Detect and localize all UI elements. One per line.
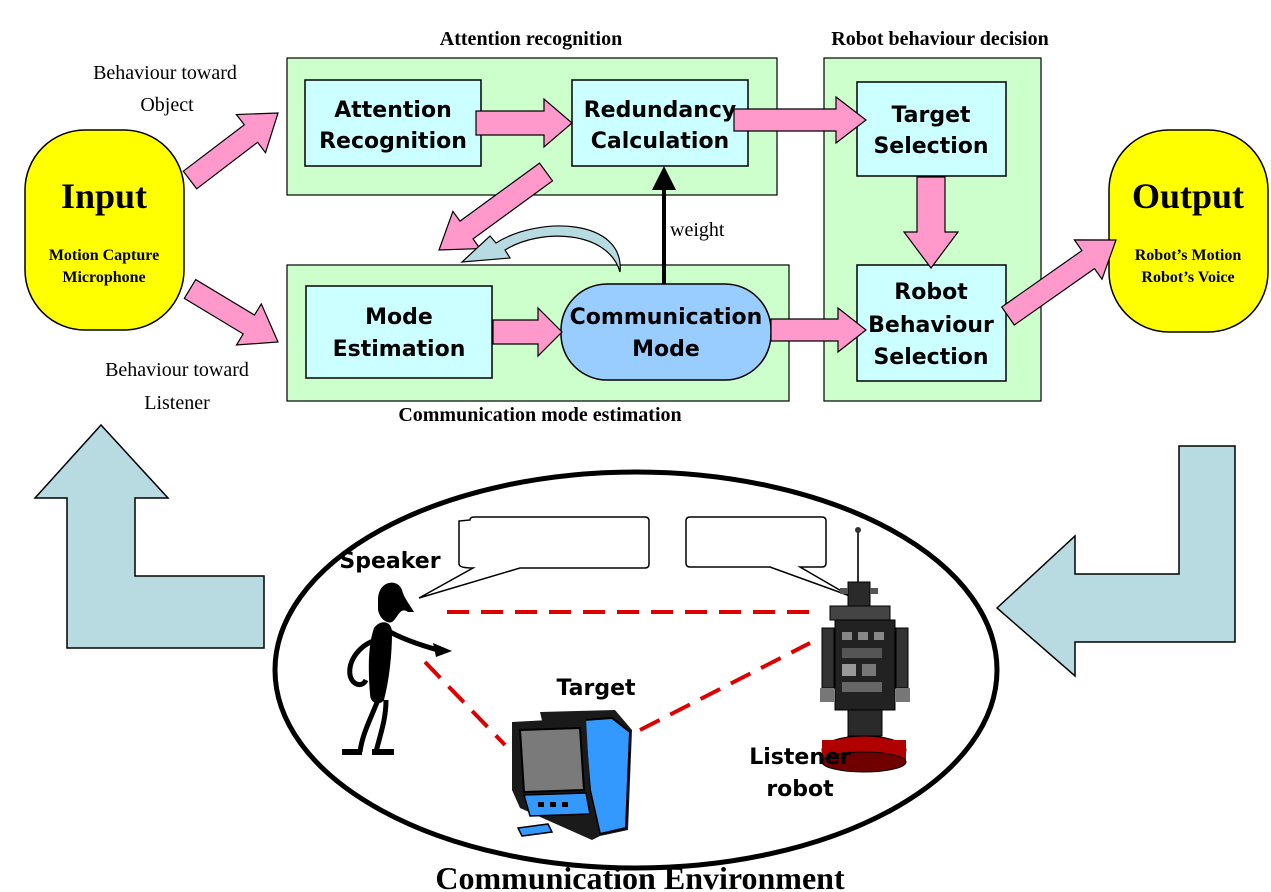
input-to-attention-arrow bbox=[182, 112, 279, 190]
communication-mode-node bbox=[560, 283, 772, 381]
redundancy-calculation-line-1: Redundancy bbox=[584, 98, 737, 123]
listener-speech-bubble bbox=[685, 516, 851, 597]
input-to-mode-arrow bbox=[183, 278, 279, 346]
listener-robot-icon bbox=[820, 527, 910, 773]
attention-recognition-line-2: Recognition bbox=[319, 129, 467, 154]
output-line-1: Robot’s Motion bbox=[1135, 247, 1242, 264]
redundancy-to-mode-arrow bbox=[438, 162, 554, 251]
input-line-2: Microphone bbox=[62, 269, 145, 286]
robot-behaviour-selection-line-3: Selection bbox=[873, 345, 988, 370]
robot-behaviour-selection-box bbox=[856, 264, 1007, 382]
redundancy-calculation-box bbox=[571, 79, 749, 167]
comm-mode-to-behaviour-arrow bbox=[770, 306, 867, 354]
robot-decision-section-title: Robot behaviour decision bbox=[831, 28, 1048, 50]
output-node bbox=[1108, 129, 1269, 333]
behaviour-to-output-arrow bbox=[1000, 239, 1117, 326]
environment-title: Communication Environment bbox=[435, 860, 845, 892]
mode-estimation-line-2: Estimation bbox=[333, 337, 466, 362]
output-line-2: Robot’s Voice bbox=[1141, 269, 1234, 286]
output-title: Output bbox=[1132, 176, 1244, 216]
mode-estimation-to-comm-mode-arrow bbox=[492, 306, 563, 358]
attention-to-redundancy-arrow bbox=[475, 97, 573, 149]
toward-listener-label-2: Listener bbox=[144, 392, 210, 414]
weight-arrow-head bbox=[652, 166, 676, 190]
up-feedback-arrow bbox=[33, 423, 265, 649]
input-line-1: Motion Capture bbox=[49, 247, 159, 264]
input-title: Input bbox=[61, 176, 147, 216]
robot-behaviour-selection-line-2: Behaviour bbox=[868, 313, 994, 338]
speaker-speech-bubble bbox=[418, 516, 650, 599]
listener-label-line-2: robot bbox=[766, 777, 834, 802]
left-feedback-arrow bbox=[995, 445, 1236, 678]
toward-listener-label-1: Behaviour toward bbox=[105, 359, 249, 381]
mode-estimation-line-1: Mode bbox=[365, 305, 433, 330]
toward-object-label-1: Behaviour toward bbox=[93, 62, 237, 84]
attention-recognition-line-1: Attention bbox=[334, 98, 451, 123]
target-selection-box bbox=[856, 81, 1007, 177]
target-label: Target bbox=[556, 676, 636, 701]
feedback-curve-arrow bbox=[460, 225, 621, 273]
input-node bbox=[24, 129, 185, 331]
communication-mode-line-1: Communication bbox=[570, 305, 763, 330]
speaker-label: Speaker bbox=[339, 549, 440, 574]
mode-estimation-section-title: Communication mode estimation bbox=[398, 404, 681, 426]
target-tv-icon bbox=[512, 710, 632, 840]
target-selection-line-2: Selection bbox=[873, 134, 988, 159]
redundancy-to-target-arrow bbox=[733, 95, 867, 145]
environment-ellipse bbox=[272, 469, 1000, 871]
redundancy-calculation-line-2: Calculation bbox=[591, 129, 729, 154]
attention-recognition-box bbox=[304, 79, 482, 167]
speaker-figure-icon bbox=[342, 582, 452, 755]
speaker-target-link bbox=[423, 660, 507, 747]
target-to-behaviour-arrow bbox=[902, 176, 960, 269]
target-selection-line-1: Target bbox=[891, 103, 971, 128]
communication-mode-line-2: Mode bbox=[632, 337, 700, 362]
robot-behaviour-selection-line-1: Robot bbox=[894, 280, 968, 305]
toward-object-label-2: Object bbox=[140, 94, 194, 116]
attention-section-title: Attention recognition bbox=[440, 28, 622, 50]
weight-label: weight bbox=[670, 219, 725, 241]
listener-label-line-1: Listener bbox=[749, 745, 851, 770]
mode-estimation-box bbox=[305, 285, 493, 379]
